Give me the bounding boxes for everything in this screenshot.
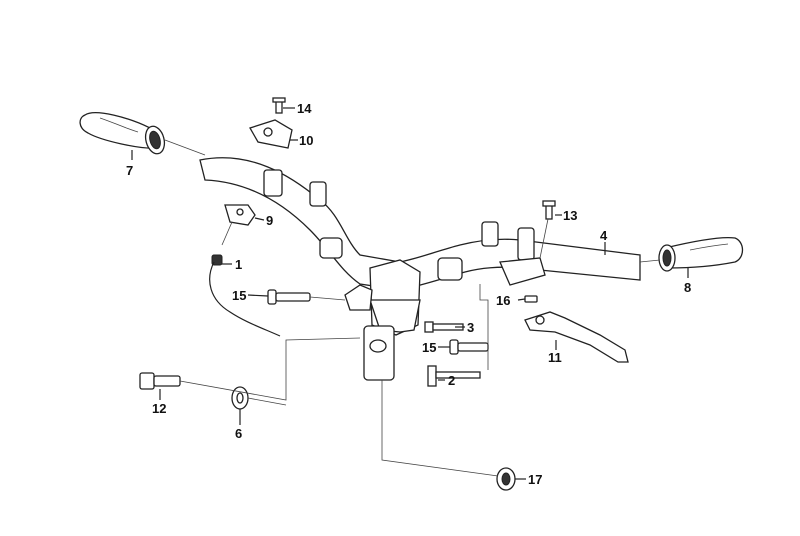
callout-9: 9 <box>266 213 273 228</box>
callout-15-right: 15 <box>422 340 436 355</box>
washer-6 <box>231 386 249 410</box>
lever-bracket-assembly <box>209 204 281 337</box>
bolt-2 <box>427 365 481 387</box>
callout-4: 4 <box>600 228 608 243</box>
callout-3: 3 <box>467 320 474 335</box>
brake-lever <box>524 311 629 363</box>
assembly-guide-lines <box>164 139 661 477</box>
callout-10: 10 <box>299 133 313 148</box>
bolt-15-right <box>449 339 489 355</box>
bolt-16 <box>524 295 538 303</box>
callout-15-left: 15 <box>232 288 246 303</box>
callout-leaders <box>131 107 689 480</box>
screw-13 <box>542 200 556 220</box>
callout-12: 12 <box>152 401 166 416</box>
callout-8: 8 <box>684 280 691 295</box>
left-grip <box>79 112 166 155</box>
callout-2: 2 <box>448 373 455 388</box>
callout-14: 14 <box>297 101 312 116</box>
callout-7: 7 <box>126 163 133 178</box>
callout-6: 6 <box>235 426 242 441</box>
nut-17 <box>496 467 516 491</box>
callout-16: 16 <box>496 293 510 308</box>
handlebar-tube <box>199 157 641 381</box>
right-grip <box>658 236 744 272</box>
bolt-15-left <box>267 289 311 305</box>
callout-11: 11 <box>548 350 562 365</box>
callout-17: 17 <box>528 472 542 487</box>
callout-13: 13 <box>563 208 577 223</box>
bolt-12 <box>139 372 181 390</box>
switch-cover <box>249 97 293 149</box>
callout-1: 1 <box>235 257 242 272</box>
bolt-3 <box>424 321 464 333</box>
